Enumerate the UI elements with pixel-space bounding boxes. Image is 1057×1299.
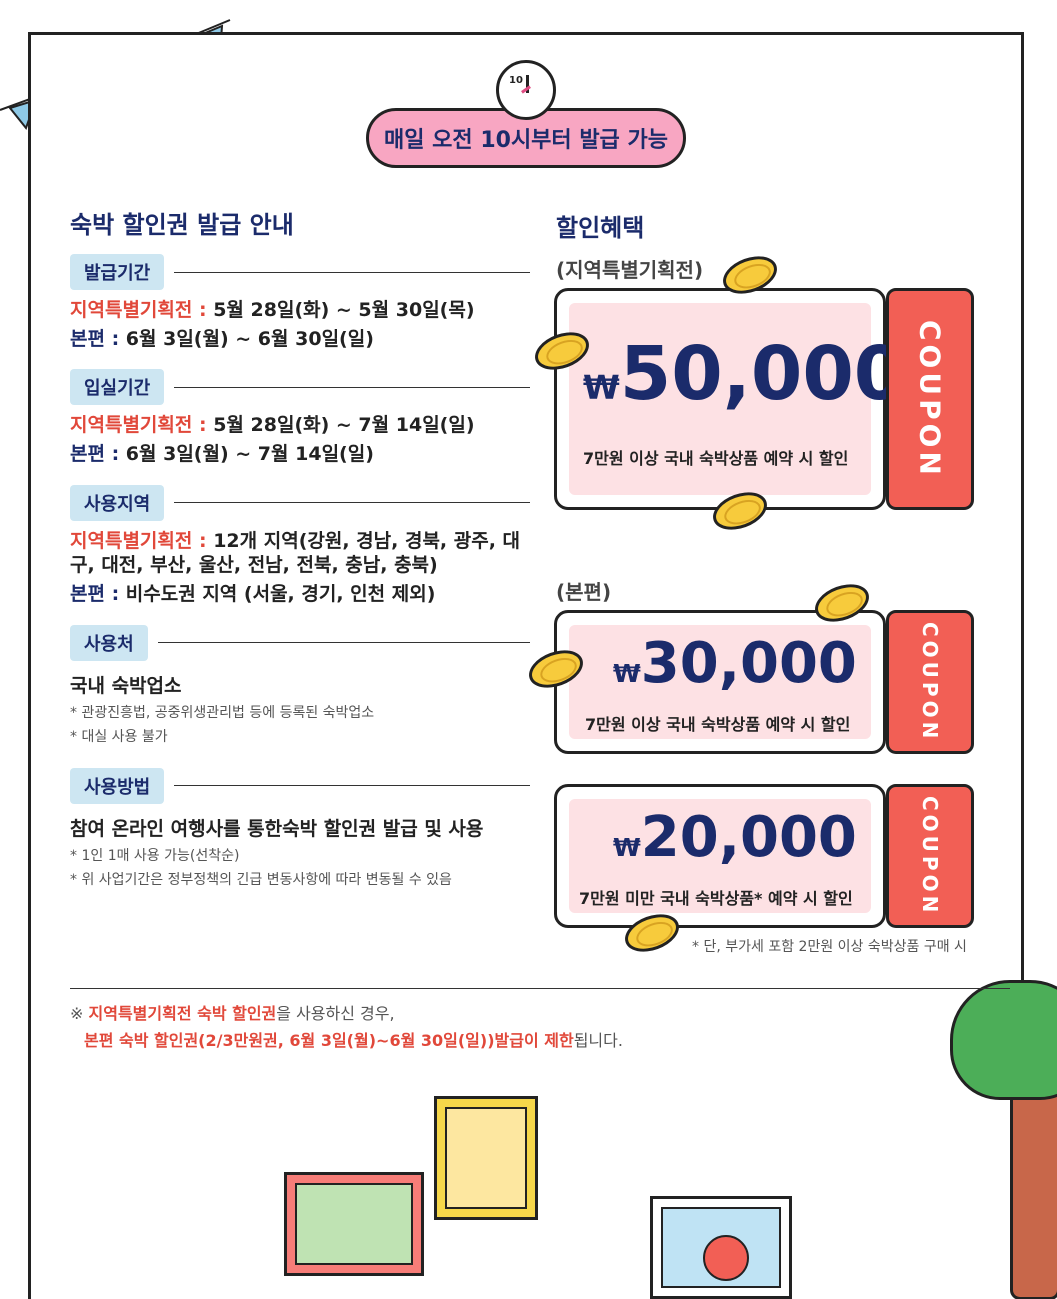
coupon-30000: ₩30,000 7만원 이상 국내 숙박상품 예약 시 할인 bbox=[554, 610, 886, 754]
main-value: 6월 3일(월) ~ 7월 14일(일) bbox=[125, 443, 374, 466]
footnote: ※ 지역특별기획전 숙박 할인권을 사용하신 경우, 본편 숙박 할인권(2/3… bbox=[70, 1000, 623, 1054]
coupon-description: 7만원 이상 국내 숙박상품 예약 시 할인 bbox=[585, 715, 851, 734]
region-main: 본편 : 비수도권 지역 (서울, 경기, 인천 제외) bbox=[70, 582, 530, 607]
clock-hand bbox=[526, 75, 529, 93]
coupon-body bbox=[569, 625, 871, 739]
special-value: 5월 28일(화) ~ 7월 14일(일) bbox=[213, 414, 475, 437]
coupon-description: 7만원 미만 국내 숙박상품* 예약 시 할인 bbox=[579, 889, 853, 908]
stay-special: 지역특별기획전 : 5월 28일(화) ~ 7월 14일(일) bbox=[70, 413, 530, 438]
footnote-text: 을 사용하신 경우, bbox=[276, 1004, 395, 1023]
tree-decoration bbox=[950, 980, 1057, 1100]
coupon-amount: ₩30,000 bbox=[613, 631, 857, 696]
divider bbox=[174, 271, 530, 273]
coupon-stub: COUPON bbox=[886, 610, 974, 754]
footnote-mark: ※ bbox=[70, 1004, 89, 1023]
won-symbol: ₩ bbox=[583, 368, 620, 407]
method-note: * 위 사업기간은 정부정책의 긴급 변동사항에 따라 변동될 수 있음 bbox=[70, 871, 452, 888]
section-title: 숙박 할인권 발급 안내 bbox=[70, 211, 294, 239]
clock-number: 10 bbox=[509, 75, 523, 86]
method-text: 참여 온라인 여행사를 통한숙박 할인권 발급 및 사용 bbox=[70, 817, 484, 840]
main-label: 본편 : bbox=[70, 583, 126, 606]
period-main: 본편 : 6월 3일(월) ~ 6월 30일(일) bbox=[70, 327, 530, 352]
divider bbox=[157, 642, 530, 644]
coupon-note: * 단, 부가세 포함 2만원 이상 숙박상품 구매 시 bbox=[692, 939, 967, 955]
footnote-line-1: ※ 지역특별기획전 숙박 할인권을 사용하신 경우, bbox=[70, 1000, 623, 1027]
issue-time-text: 매일 오전 10시부터 발급 가능 bbox=[384, 128, 668, 153]
method-label: 사용방법 bbox=[70, 767, 165, 804]
coupon-stub: COUPON bbox=[886, 288, 974, 510]
amount-value: 20,000 bbox=[640, 805, 857, 870]
issue-time-badge: 매일 오전 10시부터 발급 가능 bbox=[366, 108, 686, 168]
issue-info-section: 숙박 할인권 발급 안내 발급기간 지역특별기획전 : 5월 28일(화) ~ … bbox=[70, 205, 530, 889]
lotus-picture-frame bbox=[284, 1172, 424, 1276]
footnote-highlight: 본편 숙박 할인권(2/3만원권, 6월 3일(월)~6월 30일(일))발급이… bbox=[84, 1031, 574, 1051]
place-label: 사용처 bbox=[70, 624, 148, 661]
divider bbox=[174, 386, 530, 388]
cathedral-picture-frame bbox=[434, 1096, 538, 1220]
main-label: 본편 : bbox=[70, 327, 126, 350]
place-heading: 사용처 bbox=[70, 624, 530, 661]
clock-icon: 10 bbox=[496, 60, 556, 120]
amount-value: 30,000 bbox=[640, 631, 857, 696]
divider bbox=[174, 785, 530, 787]
special-label: 지역특별기획전 : bbox=[70, 299, 214, 321]
cathedral-picture bbox=[445, 1107, 527, 1209]
won-symbol: ₩ bbox=[613, 659, 641, 688]
stay-label: 입실기간 bbox=[70, 369, 165, 406]
special-value: 12개 지역(강원, 경남, 경북, 광주, 대구, 대전, 부산, 울산, 전… bbox=[70, 529, 521, 577]
stay-heading: 입실기간 bbox=[70, 369, 530, 406]
place-note: * 관광진흥법, 공중위생관리법 등에 등록된 숙박업소 bbox=[70, 704, 375, 721]
method-heading: 사용방법 bbox=[70, 767, 530, 804]
coupon-body bbox=[569, 799, 871, 913]
coupon-body bbox=[569, 303, 871, 495]
footnote-divider bbox=[70, 988, 1010, 989]
sunset-picture-frame bbox=[650, 1196, 792, 1299]
place-text: 국내 숙박업소 bbox=[70, 674, 182, 697]
period-label: 발급기간 bbox=[70, 254, 165, 290]
coupon-stub-text: COUPON bbox=[918, 795, 942, 917]
coupon-description: 7만원 이상 국내 숙박상품 예약 시 할인 bbox=[583, 449, 849, 468]
footnote-highlight: 지역특별기획전 숙박 할인권 bbox=[88, 1004, 277, 1023]
method-note: * 1인 1매 사용 가능(선착순) bbox=[70, 847, 240, 864]
coupon-stub-text: COUPON bbox=[913, 319, 947, 479]
main-coupon-label: (본편) bbox=[556, 580, 612, 604]
special-label: 지역특별기획전 : bbox=[70, 529, 214, 552]
period-special: 지역특별기획전 : 5월 28일(화) ~ 5월 30일(목) bbox=[70, 298, 530, 323]
coupon-amount: ₩50,000 bbox=[583, 331, 905, 417]
footnote-text: 됩니다. bbox=[573, 1031, 623, 1051]
sun-icon bbox=[703, 1235, 749, 1281]
coupon-20000: ₩20,000 7만원 미만 국내 숙박상품* 예약 시 할인 bbox=[554, 784, 886, 928]
amount-value: 50,000 bbox=[619, 331, 906, 417]
special-value: 5월 28일(화) ~ 5월 30일(목) bbox=[213, 299, 475, 321]
benefit-title: 할인혜택 bbox=[556, 214, 645, 242]
footnote-line-2: 본편 숙박 할인권(2/3만원권, 6월 3일(월)~6월 30일(일))발급이… bbox=[70, 1027, 623, 1054]
special-coupon-label: (지역특별기획전) bbox=[556, 258, 704, 282]
won-symbol: ₩ bbox=[613, 833, 641, 862]
main-value: 비수도권 지역 (서울, 경기, 인천 제외) bbox=[125, 583, 436, 606]
period-heading: 발급기간 bbox=[70, 254, 530, 290]
special-label: 지역특별기획전 : bbox=[70, 414, 214, 437]
divider bbox=[174, 502, 530, 504]
coupon-amount: ₩20,000 bbox=[613, 805, 857, 870]
coupon-50000: ₩50,000 7만원 이상 국내 숙박상품 예약 시 할인 bbox=[554, 288, 905, 510]
place-note: * 대실 사용 불가 bbox=[70, 728, 168, 745]
coupon-stub-text: COUPON bbox=[918, 621, 942, 743]
sunset-picture bbox=[661, 1207, 781, 1288]
coupon-stub: COUPON bbox=[886, 784, 974, 928]
region-special: 지역특별기획전 : 12개 지역(강원, 경남, 경북, 광주, 대구, 대전,… bbox=[70, 529, 530, 578]
region-heading: 사용지역 bbox=[70, 484, 530, 521]
region-label: 사용지역 bbox=[70, 484, 165, 521]
lotus-picture bbox=[295, 1183, 413, 1265]
stay-main: 본편 : 6월 3일(월) ~ 7월 14일(일) bbox=[70, 442, 530, 467]
main-label: 본편 : bbox=[70, 443, 126, 466]
main-value: 6월 3일(월) ~ 6월 30일(일) bbox=[125, 327, 374, 350]
